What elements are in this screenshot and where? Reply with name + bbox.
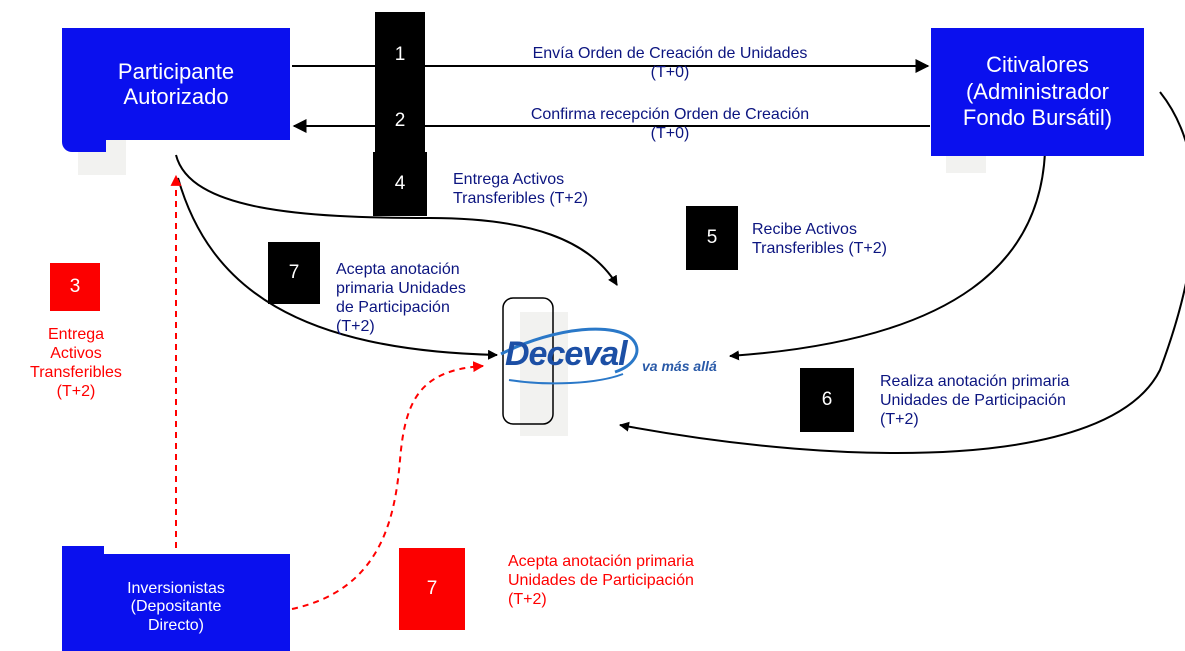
label-line: Transferibles (T+2)	[752, 240, 887, 257]
step-3-badge: 3	[50, 263, 100, 311]
node-label: Fondo Bursátil)	[962, 105, 1113, 131]
step-number: 4	[394, 173, 406, 194]
arrow-step-5	[729, 151, 1046, 361]
label-line: Unidades de Participación	[508, 572, 694, 589]
label-line: Recibe Activos	[752, 221, 857, 238]
step-6-badge: 6	[800, 368, 854, 432]
arrow-step-6	[619, 91, 1185, 455]
step-6-label: Realiza anotación primaria Unidades de P…	[880, 372, 1150, 429]
node-label: Citivalores	[986, 52, 1089, 78]
label-line: Unidades de Participación	[880, 392, 1066, 409]
step-5-badge: 5	[686, 206, 738, 270]
label-line: Acepta anotación	[336, 261, 460, 278]
node-label: Inversionistas	[127, 580, 225, 597]
node-label: (Administrador	[965, 78, 1110, 104]
step-3-label: Entrega Activos Transferibles (T+2)	[20, 325, 132, 401]
label-line: Confirma recepción Orden de Creación	[530, 106, 810, 123]
step-2-label: Confirma recepción Orden de Creación (T+…	[470, 105, 870, 143]
label-line: Entrega	[47, 326, 105, 343]
step-5-label: Recibe Activos Transferibles (T+2)	[752, 220, 952, 258]
label-line: (T+2)	[508, 591, 547, 608]
arrow-step-4	[175, 154, 618, 286]
node-label: (Depositante	[130, 598, 222, 616]
label-line: (T+0)	[650, 125, 690, 142]
step-number: 3	[69, 276, 81, 297]
step-number: 1	[394, 44, 406, 65]
label-line: Transferibles (T+2)	[453, 190, 588, 207]
step-1-label: Envía Orden de Creación de Unidades (T+0…	[470, 44, 870, 82]
step-4-label: Entrega Activos Transferibles (T+2)	[453, 170, 653, 208]
label-line: primaria Unidades	[336, 280, 466, 297]
step-number: 6	[821, 389, 833, 410]
node-inversionistas: Inversionistas (Depositante Directo)	[62, 554, 290, 651]
arrow-step-7-dashed	[291, 361, 485, 610]
deceval-logo	[500, 297, 639, 425]
label-line: (T+2)	[336, 318, 375, 335]
label-line: (T+0)	[650, 64, 690, 81]
label-line: Realiza anotación primaria	[880, 373, 1070, 390]
label-line: Acepta anotación primaria	[508, 553, 694, 570]
node-citivalores: Citivalores (Administrador Fondo Bursáti…	[931, 28, 1144, 156]
arrow-step-7	[177, 177, 498, 360]
label-line: Activos	[50, 345, 102, 362]
step-4-badge: 4	[373, 152, 427, 216]
label-line: Envía Orden de Creación de Unidades	[532, 45, 808, 62]
step-7-red-label: Acepta anotación primaria Unidades de Pa…	[508, 552, 778, 609]
label-line: Entrega Activos	[453, 171, 565, 188]
node-label: Participante	[117, 58, 235, 84]
step-number: 7	[426, 578, 438, 599]
step-1-badge: 1	[375, 12, 425, 152]
label-line: (T+2)	[56, 383, 96, 400]
step-2-badge: 2	[375, 100, 425, 142]
step-7-label: Acepta anotación primaria Unidades de Pa…	[336, 260, 526, 336]
node-participante-autorizado: Participante Autorizado	[62, 28, 290, 140]
step-number: 5	[706, 227, 718, 248]
label-line: Transferibles	[30, 364, 122, 381]
label-line: de Participación	[336, 299, 450, 316]
deceval-logo-text: Deceval	[505, 335, 628, 373]
step-number: 2	[394, 110, 406, 131]
node-label: Autorizado	[123, 84, 229, 109]
step-number: 7	[288, 262, 300, 283]
step-7-badge: 7	[268, 242, 320, 304]
step-7-red-badge: 7	[399, 548, 465, 630]
deceval-logo-tagline: va más allá	[642, 358, 717, 374]
node-label: Directo)	[147, 616, 204, 634]
label-line: (T+2)	[880, 411, 919, 428]
